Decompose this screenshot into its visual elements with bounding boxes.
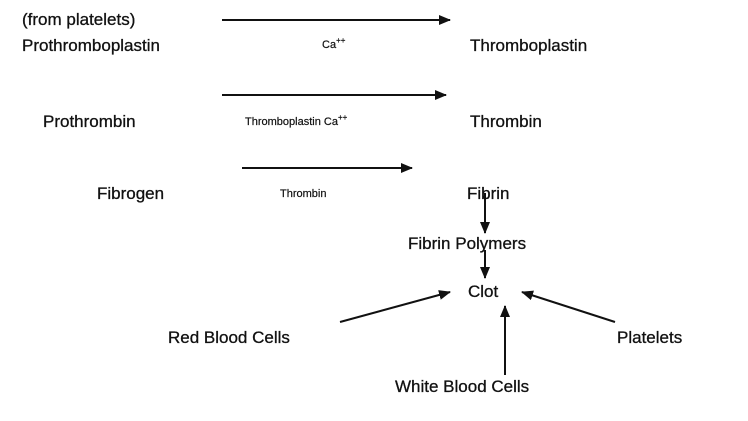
thromboplastin-label: Thromboplastin [470,36,587,55]
platelets-label: Platelets [617,328,682,347]
arrow-rbc-to-clot [339,290,451,323]
fibrogen-label: Fibrogen [97,184,164,203]
prothrombin-label: Prothrombin [43,112,136,131]
thromboplastin-ca-catalyst-label: Thromboplastin Ca++ [245,113,348,128]
red-blood-cells-label: Red Blood Cells [168,328,290,347]
prothromboplastin-label: Prothromboplastin [22,36,160,55]
thrombin-label: Thrombin [470,112,542,131]
from-platelets-label: (from platelets) [22,10,135,29]
clot-label: Clot [468,282,499,301]
fibrin-label: Fibrin [467,184,510,203]
arrow-platelets-to-clot [521,290,616,323]
thrombin-catalyst-label: Thrombin [280,188,326,200]
fibrin-polymers-label: Fibrin Polymers [408,234,526,253]
white-blood-cells-label: White Blood Cells [395,377,529,396]
ca-catalyst-label: Ca++ [322,36,346,51]
